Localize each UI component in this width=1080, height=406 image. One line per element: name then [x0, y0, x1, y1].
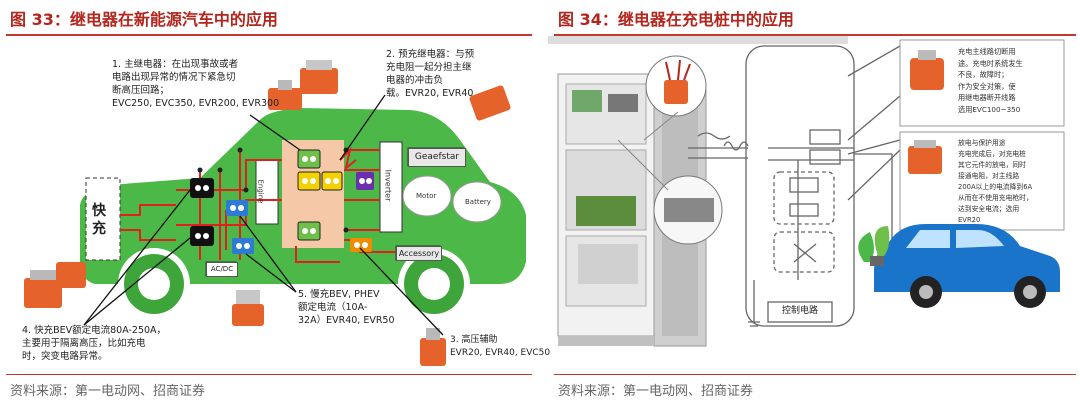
- main-relay-annotation: 1. 主继电器：在出现事故或者 电路出现异常的情况下紧急切 断高压回路； EVC…: [112, 59, 280, 109]
- fast-charge-label: 快 充: [92, 203, 106, 237]
- figure-34-panel: 图 34：继电器在充电桩中的应用: [548, 0, 1080, 406]
- charging-schematic: [688, 45, 901, 327]
- fast-charge-relay-annotation: 4. 快充BEV额定电流80A-250A， 主要用于隔离高压，比如充电 时，突变…: [22, 325, 167, 362]
- battery-label: Battery: [465, 198, 491, 206]
- charging-pile-diagram: [548, 36, 1065, 347]
- engine-label: Engine: [256, 179, 265, 204]
- geaefstar-label: Geaefstar: [408, 148, 466, 167]
- relay-photos: [24, 60, 511, 366]
- figure-33-panel: 图 33：继电器在新能源汽车中的应用: [0, 0, 550, 406]
- main-line-annotation: 充电主线路切断用 途。充电时系统发生 不良，故障时； 作为安全对策，使 用继电器…: [958, 47, 1023, 114]
- figure-33-source: 资料来源：第一电动网、招商证券: [10, 384, 206, 399]
- acdc-label: AC/DC: [206, 262, 238, 277]
- footer-rule: [6, 374, 532, 375]
- figure-33-title: 图 33：继电器在新能源汽车中的应用: [10, 10, 278, 29]
- control-circuit-label: 控制电路: [781, 306, 818, 316]
- precharge-relay-annotation: 2. 预充继电器：与预 充电阻一起分担主继 电器的冲击负 载。EVR20, EV…: [386, 49, 475, 99]
- relay-symbols: [190, 149, 374, 254]
- figure-34-title: 图 34：继电器在充电桩中的应用: [558, 10, 794, 29]
- leader-lines: [83, 94, 444, 336]
- inverter-label: Inverter: [383, 169, 393, 202]
- title-rule: [554, 34, 1076, 36]
- protection-annotation: 放电与保护用途 充电完成后，对充电桩 其它元件的放电，同时 接通电阻，对主线路 …: [958, 139, 1033, 224]
- accessory-label: Accessory: [396, 246, 442, 261]
- figure-34-source: 资料来源：第一电动网、招商证券: [558, 384, 754, 399]
- motor-label: Motor: [416, 192, 437, 200]
- electric-car: [858, 224, 1060, 308]
- fast-charge-box: [85, 177, 121, 261]
- slow-charge-relay-annotation: 5. 慢充BEV, PHEV 额定电流（10A- 32A）EVR40, EVR5…: [298, 289, 395, 326]
- title-rule: [6, 34, 532, 36]
- footer-rule: [554, 374, 1076, 375]
- hv-aux-annotation: 3. 高压辅助 EVR20, EVR40, EVC50: [450, 335, 551, 358]
